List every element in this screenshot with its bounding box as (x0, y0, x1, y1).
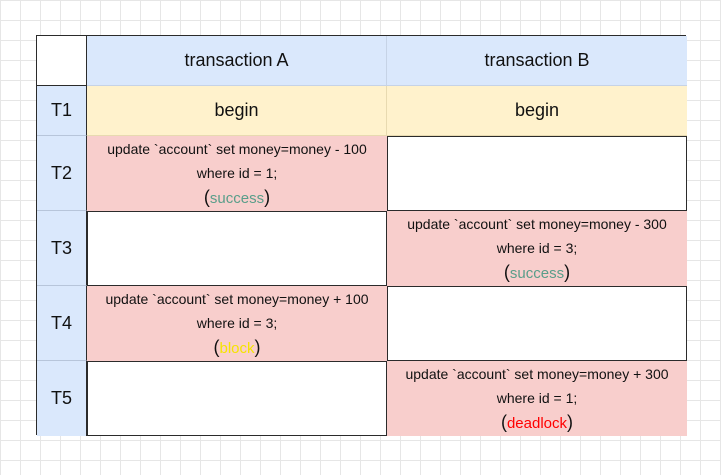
corner-cell (37, 36, 87, 86)
sql-line: update `account` set money=money - 100 (107, 140, 367, 157)
status-line: (deadlock) (501, 410, 573, 436)
close-paren: ) (564, 261, 571, 282)
open-paren: ( (213, 336, 220, 357)
sql-line: update `account` set money=money - 300 (407, 215, 667, 232)
close-paren: ) (254, 336, 261, 357)
row-label-t1: T1 (37, 86, 87, 136)
t1-a-begin: begin (87, 86, 387, 136)
t2-a-update-statement: update `account` set money=money - 100 w… (87, 136, 387, 211)
t5-a-empty (87, 361, 387, 436)
open-paren: ( (203, 186, 210, 207)
t2-b-empty (387, 136, 687, 211)
status-block: block (219, 339, 255, 357)
open-paren: ( (500, 411, 507, 432)
open-paren: ( (503, 261, 510, 282)
sql-line: update `account` set money=money + 300 (405, 365, 669, 382)
row-label-t5: T5 (37, 361, 87, 436)
row-label-t4: T4 (37, 286, 87, 361)
header-transaction-b: transaction B (387, 36, 687, 86)
status-deadlock: deadlock (506, 414, 568, 432)
row-label-t2: T2 (37, 136, 87, 211)
status-success: success (209, 189, 265, 207)
t3-b-update-statement: update `account` set money=money - 300 w… (387, 211, 687, 286)
t4-b-empty (387, 286, 687, 361)
sql-line: where id = 1; (496, 389, 578, 406)
t3-a-empty (87, 211, 387, 286)
header-transaction-a: transaction A (87, 36, 387, 86)
status-success: success (509, 264, 565, 282)
status-line: (success) (504, 260, 570, 286)
row-label-t3: T3 (37, 211, 87, 286)
sql-line: where id = 3; (196, 314, 278, 331)
t1-b-begin: begin (387, 86, 687, 136)
sql-line: update `account` set money=money + 100 (105, 290, 369, 307)
sql-line: where id = 1; (196, 164, 278, 181)
close-paren: ) (264, 186, 271, 207)
status-line: (block) (213, 335, 260, 361)
t5-b-update-statement: update `account` set money=money + 300 w… (387, 361, 687, 436)
close-paren: ) (567, 411, 574, 432)
sql-line: where id = 3; (496, 239, 578, 256)
transaction-timeline-table: transaction A transaction B T1 begin beg… (36, 35, 687, 436)
status-line: (success) (204, 185, 270, 211)
t4-a-update-statement: update `account` set money=money + 100 w… (87, 286, 387, 361)
